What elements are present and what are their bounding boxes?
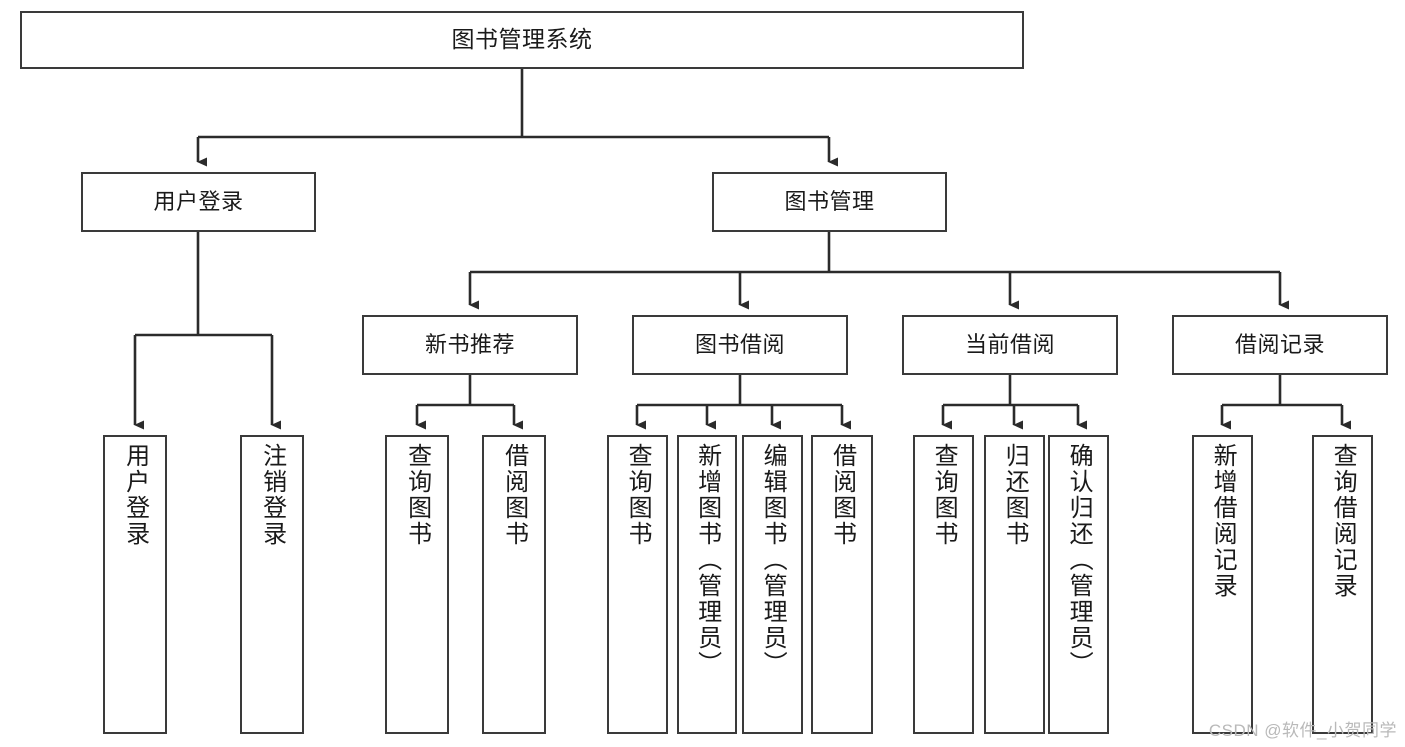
node-leaf-label: 注销登录 — [258, 443, 286, 547]
node-leaf-leaf-query-book-3[interactable]: 查询图书 — [913, 435, 974, 734]
node-current-borrow[interactable]: 当前借阅 — [902, 315, 1118, 375]
node-leaf-label: 查询图书 — [930, 443, 958, 547]
node-leaf-leaf-query-book-1[interactable]: 查询图书 — [385, 435, 449, 734]
node-leaf-leaf-return-book[interactable]: 归还图书 — [984, 435, 1045, 734]
node-leaf-label: 归还图书 — [1001, 443, 1029, 547]
node-leaf-leaf-add-book[interactable]: 新增图书（管理员） — [677, 435, 737, 734]
node-root-label: 图书管理系统 — [451, 26, 593, 53]
node-leaf-leaf-query-borrow-record[interactable]: 查询借阅记录 — [1312, 435, 1373, 734]
node-leaf-label: 查询借阅记录 — [1329, 443, 1357, 599]
node-new-book-recommend[interactable]: 新书推荐 — [362, 315, 578, 375]
node-leaf-leaf-edit-book[interactable]: 编辑图书（管理员） — [742, 435, 803, 734]
node-leaf-label: 新增借阅记录 — [1209, 443, 1237, 599]
node-leaf-label: 新增图书（管理员） — [693, 443, 721, 677]
node-label: 用户登录 — [153, 189, 244, 215]
node-leaf-label: 借阅图书 — [828, 443, 856, 547]
node-root-book-management-system[interactable]: 图书管理系统 — [20, 11, 1024, 69]
node-leaf-leaf-borrow-book-1[interactable]: 借阅图书 — [482, 435, 546, 734]
node-leaf-leaf-confirm-return[interactable]: 确认归还（管理员） — [1048, 435, 1109, 734]
node-leaf-leaf-user-login[interactable]: 用户登录 — [103, 435, 167, 734]
node-user-login[interactable]: 用户登录 — [81, 172, 316, 232]
node-book-borrow[interactable]: 图书借阅 — [632, 315, 848, 375]
node-borrow-record[interactable]: 借阅记录 — [1172, 315, 1388, 375]
node-leaf-leaf-user-logout[interactable]: 注销登录 — [240, 435, 304, 734]
node-label: 新书推荐 — [424, 332, 515, 358]
node-label: 借阅记录 — [1234, 332, 1325, 358]
node-leaf-leaf-add-borrow-record[interactable]: 新增借阅记录 — [1192, 435, 1253, 734]
node-leaf-label: 查询图书 — [403, 443, 431, 547]
node-leaf-label: 借阅图书 — [500, 443, 528, 547]
node-leaf-label: 编辑图书（管理员） — [759, 443, 787, 677]
node-label: 当前借阅 — [964, 332, 1055, 358]
node-label: 图书管理 — [784, 189, 875, 215]
node-label: 图书借阅 — [694, 332, 785, 358]
node-leaf-leaf-borrow-book-2[interactable]: 借阅图书 — [811, 435, 873, 734]
node-leaf-label: 查询图书 — [624, 443, 652, 547]
node-leaf-label: 确认归还（管理员） — [1065, 443, 1093, 677]
node-leaf-leaf-query-book-2[interactable]: 查询图书 — [607, 435, 668, 734]
node-book-manage[interactable]: 图书管理 — [712, 172, 947, 232]
node-leaf-label: 用户登录 — [121, 443, 149, 547]
